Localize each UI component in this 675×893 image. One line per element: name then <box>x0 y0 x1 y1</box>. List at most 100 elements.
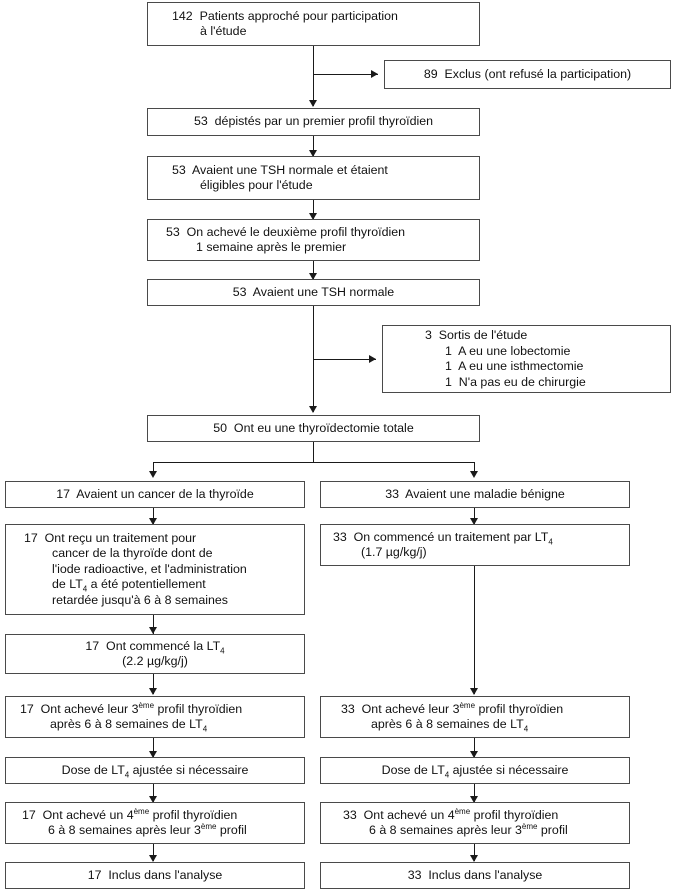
node-second-profile: 53 On achevé le deuxième profil thyroïdi… <box>147 219 480 261</box>
connector-benign-third-to-dose <box>474 738 475 757</box>
connector-benign-fourth-to-analysed <box>474 844 475 861</box>
lt4-subscript: 4 <box>202 724 208 734</box>
cancer-tx-l4-rest: a été potentiellement <box>87 577 206 592</box>
arrow-into-second-profile <box>309 213 317 220</box>
dose-label: Dose de LT <box>381 762 445 777</box>
arrow-into-screened <box>309 100 317 107</box>
node-approached: 142 Patients approché pour participation… <box>147 2 480 46</box>
arrow-into-benign-third-profile <box>470 688 478 695</box>
connector-cancer-dose-to-fourth <box>153 784 154 802</box>
arrow-into-cancer-dose-adjust <box>149 751 157 758</box>
arrow-into-benign-fourth-profile <box>470 796 478 803</box>
eligible-line1: 53 Avaient une TSH normale et étaient <box>172 162 388 177</box>
benign-fourth-rest: profil thyroïdien <box>470 807 559 822</box>
arrow-into-benign-branch <box>470 471 478 478</box>
withdrawn-line3: 1 A eu une isthmectomie <box>445 359 584 373</box>
cancer-third-line1: 17 Ont achevé leur 3ème profil thyroïdie… <box>20 700 243 716</box>
lt4-subscript: 4 <box>82 584 88 594</box>
arrow-into-cancer-branch <box>149 471 157 478</box>
dose-label: Dose de LT <box>61 762 125 777</box>
benign-fourth-label: 33 Ont achevé un 4 <box>343 807 455 822</box>
connector-eligible-to-second <box>313 200 314 219</box>
ordinal-suffix: ème <box>521 821 538 831</box>
ordinal-suffix: ème <box>138 700 155 710</box>
connector-screened-to-eligible <box>313 136 314 156</box>
connector-cancer-start-to-third <box>153 674 154 694</box>
benign-fourth-l2-rest: profil <box>537 823 568 837</box>
benign-tx-label: 33 On commencé un traitement par LT <box>333 529 549 544</box>
arrow-into-tsh-normal <box>309 273 317 280</box>
arrow-into-benign-analysed <box>470 855 478 862</box>
tsh-normal-line1: 53 Avaient une TSH normale <box>232 284 395 299</box>
arrow-into-thyroidectomy <box>309 406 317 413</box>
benign-treatment-line2: (1.7 µg/kg/j) <box>361 545 427 559</box>
node-benign-analysed: 33 Inclus dans l'analyse <box>320 862 630 889</box>
cancer-analysed-line1: 17 Inclus dans l'analyse <box>87 867 223 882</box>
arrow-into-benign-treatment <box>470 518 478 525</box>
withdrawn-line2: 1 A eu une lobectomie <box>445 343 571 358</box>
connector-thyroidectomy-stem <box>313 442 314 463</box>
lt4-subscript: 4 <box>523 724 529 734</box>
arrow-into-cancer-lt4-start <box>149 627 157 634</box>
approached-line1: Patients approché pour participation <box>192 8 398 23</box>
cancer-fourth-rest: profil thyroïdien <box>149 807 238 822</box>
arrow-into-cancer-third-profile <box>149 688 157 695</box>
node-cancer-dose-adjust: Dose de LT4 ajustée si nécessaire <box>5 757 305 784</box>
excluded-line1: 89 Exclus (ont refusé la participation) <box>423 66 632 81</box>
thyroidectomy-line1: 50 Ont eu une thyroïdectomie totale <box>213 420 414 435</box>
node-benign-branch: 33 Avaient une maladie bénigne <box>320 481 630 508</box>
cancer-fourth-label: 17 Ont achevé un 4 <box>22 807 134 822</box>
cancer-treatment-line4: de LT4 a été potentiellement <box>52 577 206 594</box>
lt4-subscript: 4 <box>444 770 450 780</box>
cancer-start-label: 17 Ont commencé la LT <box>85 638 221 653</box>
second-profile-line2: 1 semaine après le premier <box>196 240 347 254</box>
withdrawn-line1: 3 Sortis de l'étude <box>425 328 528 342</box>
connector-approached-to-screened <box>313 46 314 106</box>
cancer-third-line2: après 6 à 8 semaines de LT4 <box>50 717 208 734</box>
benign-treatment-line1: 33 On commencé un traitement par LT4 <box>333 529 553 546</box>
node-benign-fourth-profile: 33 Ont achevé un 4ème profil thyroïdien … <box>320 802 630 844</box>
ordinal-suffix: ème <box>454 806 471 816</box>
connector-second-to-tshnormal <box>313 261 314 279</box>
connector-cancer-third-to-dose <box>153 738 154 757</box>
cancer-fourth-line2: 6 à 8 semaines après leur 3ème profil <box>48 822 247 837</box>
screened-line1: 53 dépistés par un premier profil thyroï… <box>194 114 433 129</box>
node-benign-dose-adjust: Dose de LT4 ajustée si nécessaire <box>320 757 630 784</box>
cancer-treatment-line3: l'iode radioactive, et l'administration <box>52 561 247 576</box>
cancer-third-rest: profil thyroïdien <box>154 701 243 716</box>
cancer-start-line2: (2.2 µg/kg/j) <box>122 654 188 668</box>
cancer-tx-lt-label: de LT <box>52 577 83 592</box>
benign-third-label: 33 Ont achevé leur 3 <box>341 701 460 716</box>
benign-fourth-line2: 6 à 8 semaines après leur 3ème profil <box>369 821 568 837</box>
connector-split-horizontal <box>153 462 475 463</box>
node-cancer-treatment: 17 Ont reçu un traitement pour cancer de… <box>5 524 305 615</box>
arrow-into-withdrawn <box>369 355 376 363</box>
ordinal-suffix: ème <box>133 806 150 816</box>
cancer-fourth-l2-label: 6 à 8 semaines après leur 3 <box>48 823 201 837</box>
benign-third-l2-label: après 6 à 8 semaines de LT <box>371 717 524 731</box>
second-profile-line1: 53 On achevé le deuxième profil thyroïdi… <box>166 224 406 239</box>
cancer-fourth-line1: 17 Ont achevé un 4ème profil thyroïdien <box>22 806 238 822</box>
node-cancer-analysed: 17 Inclus dans l'analyse <box>5 862 305 889</box>
connector-benign-tx-to-third <box>474 566 475 694</box>
node-thyroidectomy: 50 Ont eu une thyroïdectomie totale <box>147 415 480 442</box>
benign-fourth-l2-label: 6 à 8 semaines après leur 3 <box>369 823 522 837</box>
ordinal-suffix: ème <box>459 700 476 710</box>
node-cancer-third-profile: 17 Ont achevé leur 3ème profil thyroïdie… <box>5 696 305 738</box>
arrow-into-eligible <box>309 150 317 157</box>
lt4-subscript: 4 <box>220 645 225 655</box>
cancer-treatment-line2: cancer de la thyroïde dont de <box>52 546 213 561</box>
arrow-into-cancer-treatment <box>149 518 157 525</box>
approached-count: 142 <box>172 8 193 23</box>
node-screened: 53 dépistés par un premier profil thyroï… <box>147 108 480 136</box>
lt4-subscript: 4 <box>124 770 130 780</box>
node-cancer-fourth-profile: 17 Ont achevé un 4ème profil thyroïdien … <box>5 802 305 844</box>
cancer-treatment-line1: 17 Ont reçu un traitement pour <box>24 530 197 545</box>
connector-cancer-tx-to-start <box>153 615 154 634</box>
arrow-into-benign-dose-adjust <box>470 751 478 758</box>
cancer-fourth-l2-rest: profil <box>216 823 247 837</box>
connector-benign-branch-to-tx <box>474 508 475 524</box>
arrow-into-excluded <box>371 70 378 78</box>
connector-benign-dose-to-fourth <box>474 784 475 802</box>
